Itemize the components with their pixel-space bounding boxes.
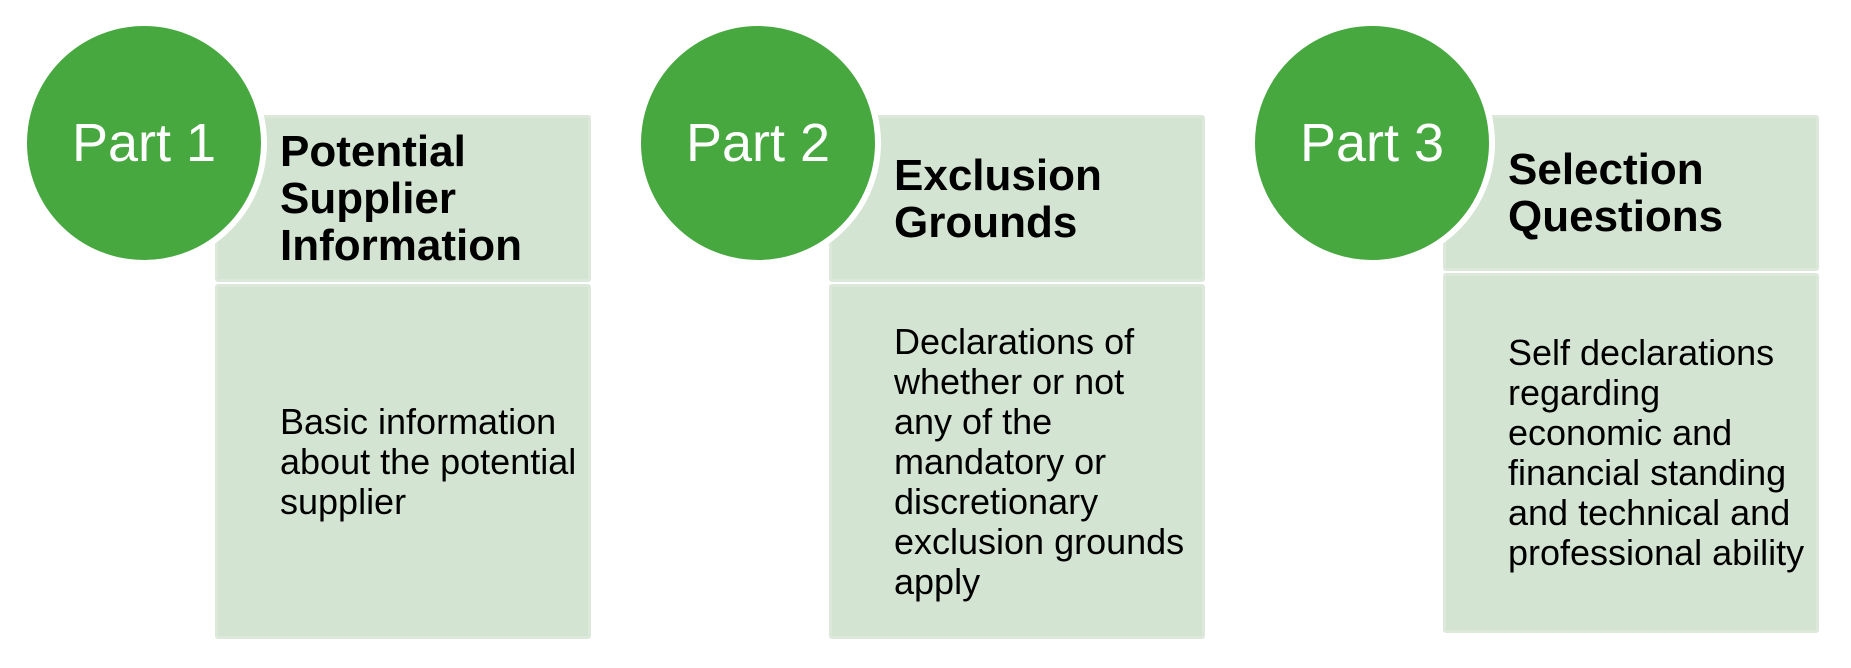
part-2-title: Exclusion Grounds: [894, 150, 1102, 247]
part-3-title-box: Selection Questions: [1443, 115, 1819, 271]
part-2-circle: Part 2: [635, 20, 881, 266]
part-2-description: Declarations of whether or not any of th…: [894, 320, 1185, 602]
part-2-title-box: Exclusion Grounds: [829, 115, 1205, 282]
part-2-description-box: Declarations of whether or not any of th…: [829, 284, 1205, 639]
part-1-group: Potential Supplier Information Basic inf…: [0, 0, 620, 668]
part-3-description: Self declarations regarding economic and…: [1508, 332, 1805, 573]
part-2-group: Exclusion Grounds Declarations of whethe…: [614, 0, 1234, 668]
part-1-circle: Part 1: [21, 20, 267, 266]
part-1-title-box: Potential Supplier Information: [215, 115, 591, 282]
part-3-circle: Part 3: [1249, 20, 1495, 266]
part-3-group: Selection Questions Self declarations re…: [1228, 0, 1848, 668]
part-3-title: Selection Questions: [1508, 145, 1724, 241]
part-1-title: Potential Supplier Information: [280, 127, 522, 270]
part-3-description-box: Self declarations regarding economic and…: [1443, 273, 1819, 633]
part-1-description: Basic information about the potential su…: [280, 400, 577, 522]
part-1-description-box: Basic information about the potential su…: [215, 284, 591, 639]
